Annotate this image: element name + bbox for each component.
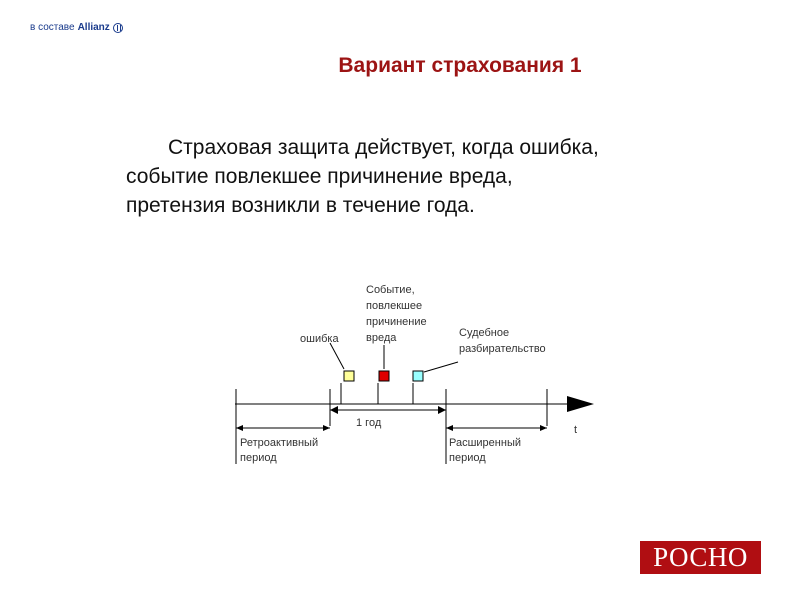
extended-bracket-right-arrow-icon — [540, 425, 547, 431]
timeline-arrow-icon — [567, 396, 594, 412]
brand-prefix: в составе — [30, 22, 75, 33]
label-t: t — [574, 424, 577, 436]
extended-bracket-left-arrow-icon — [446, 425, 453, 431]
label-event-3: причинение — [366, 316, 427, 328]
retro-bracket-right-arrow-icon — [323, 425, 330, 431]
label-event-2: повлекшее — [366, 300, 422, 312]
label-year: 1 год — [356, 417, 382, 429]
label-retro-1: Ретроактивный — [240, 437, 318, 449]
label-extended-1: Расширенный — [449, 437, 521, 449]
label-court-1: Судебное — [459, 327, 509, 339]
slide-body: Страховая защита действует, когда ошибка… — [126, 133, 766, 220]
allianz-logo-icon — [112, 22, 123, 33]
body-line-1: Страховая защита действует, когда ошибка… — [168, 136, 599, 159]
allianz-brand: в составе Allianz — [30, 22, 123, 33]
label-court-2: разбирательство — [459, 343, 546, 355]
year-bracket-right-arrow-icon — [438, 406, 446, 414]
year-bracket-left-arrow-icon — [330, 406, 338, 414]
label-error: ошибка — [300, 333, 339, 345]
body-line-2: событие повлекшее причинение вреда, — [126, 165, 513, 188]
flag-event — [378, 370, 390, 382]
flag-court — [412, 370, 424, 382]
slide-title: Вариант страхования 1 — [338, 54, 582, 77]
brand-name: Allianz — [77, 22, 110, 33]
leader-error — [329, 342, 345, 370]
flag-error — [343, 370, 355, 382]
label-retro-2: период — [240, 452, 277, 464]
label-event-4: вреда — [366, 332, 397, 344]
retro-bracket-left-arrow-icon — [236, 425, 243, 431]
body-line-3: претензия возникли в течение года. — [126, 194, 475, 217]
rosno-logo: РОСНО — [640, 541, 761, 574]
leader-court — [423, 361, 459, 373]
label-event-1: Событие, — [366, 284, 415, 296]
label-extended-2: период — [449, 452, 486, 464]
